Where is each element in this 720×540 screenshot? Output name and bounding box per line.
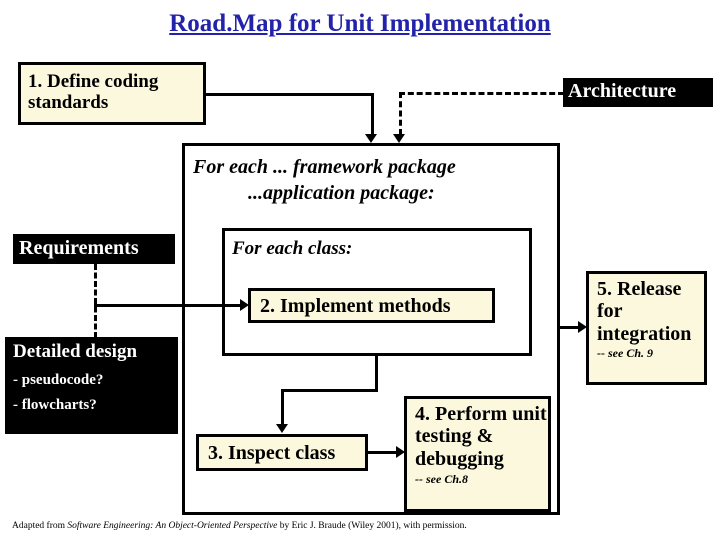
box-inspect-class-label: 3. Inspect class [208, 442, 336, 464]
box-implement-methods[interactable]: 2. Implement methods [248, 288, 495, 323]
box-detailed-design-item-flowcharts: - flowcharts? [13, 397, 97, 414]
connector-classloop-left [281, 389, 378, 392]
arrow-into-unit-testing [396, 446, 405, 458]
box-perform-unit-testing-label: 4. Perform unit testing & debugging [415, 403, 547, 470]
connector-architecture-dashed-down [399, 92, 402, 135]
connector-standards-down [371, 93, 374, 135]
connector-architecture-dashed-left [399, 92, 564, 95]
connector-classloop-down [375, 356, 378, 392]
connector-inspect-to-testing [368, 451, 398, 454]
box-define-coding-standards-label: 1. Define coding standards [28, 71, 159, 114]
framework-loop-line1: For each ... framework package [193, 156, 456, 178]
connector-requirements-dashed-down [94, 264, 97, 338]
box-detailed-design[interactable]: Detailed design - pseudocode? - flowchar… [5, 337, 178, 434]
attribution-prefix: Adapted from [12, 521, 68, 531]
box-release-for-integration[interactable]: 5. Release for integration -- see Ch. 9 [586, 271, 707, 385]
box-release-for-integration-label: 5. Release for integration [597, 278, 692, 345]
box-release-for-integration-ref: -- see Ch. 9 [597, 346, 653, 361]
box-requirements[interactable]: Requirements [13, 234, 175, 264]
box-architecture-label: Architecture [568, 80, 677, 102]
attribution-suffix: by Eric J. Braude (Wiley 2001), with per… [277, 521, 467, 531]
framework-loop-line2: ...application package: [248, 182, 435, 204]
box-detailed-design-item-pseudocode: - pseudocode? [13, 371, 104, 388]
box-perform-unit-testing[interactable]: 4. Perform unit testing & debugging -- s… [404, 396, 551, 512]
attribution-footer: Adapted from Software Engineering: An Ob… [12, 521, 467, 531]
box-architecture[interactable]: Architecture [563, 78, 713, 107]
connector-standards-right [206, 93, 374, 96]
connector-to-implement-methods [94, 304, 242, 307]
page-title: Road.Map for Unit Implementation [169, 10, 551, 37]
connector-loop-to-release [560, 326, 580, 329]
box-inspect-class[interactable]: 3. Inspect class [196, 434, 368, 471]
arrow-standards-into-loop [365, 134, 377, 143]
arrow-architecture-into-loop [393, 134, 405, 143]
arrow-into-inspect-class [276, 424, 288, 433]
arrow-into-release [578, 321, 587, 333]
attribution-book-title: Software Engineering: An Object-Oriented… [67, 521, 278, 531]
box-implement-methods-label: 2. Implement methods [260, 295, 451, 317]
box-define-coding-standards[interactable]: 1. Define coding standards [18, 62, 206, 125]
arrow-into-implement-methods [240, 299, 249, 311]
box-requirements-label: Requirements [19, 237, 139, 259]
box-detailed-design-title: Detailed design [13, 341, 138, 362]
box-perform-unit-testing-ref: -- see Ch.8 [415, 472, 468, 487]
connector-to-inspect-down [281, 389, 284, 425]
class-loop-label: For each class: [232, 238, 353, 259]
